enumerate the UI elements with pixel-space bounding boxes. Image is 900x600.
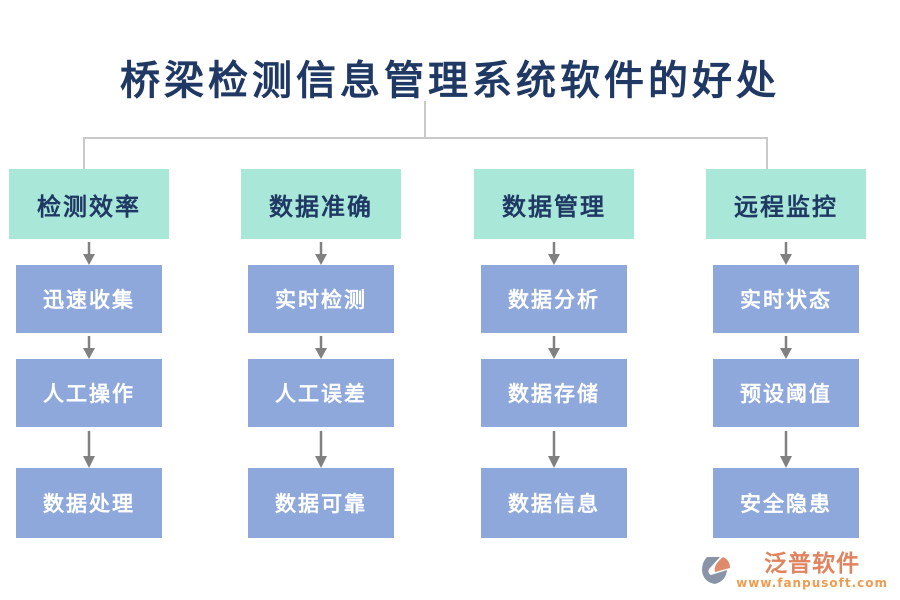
flow-item: 迅速收集 <box>16 265 162 333</box>
flow-item: 安全隐患 <box>713 468 859 538</box>
flow-item: 数据处理 <box>16 468 162 538</box>
arrow-down-icon <box>315 336 327 359</box>
flow-item: 实时检测 <box>248 265 394 333</box>
flow-item: 数据存储 <box>481 359 627 427</box>
flow-item: 实时状态 <box>713 265 859 333</box>
fanpu-logo-icon <box>702 556 731 584</box>
arrow-down-icon <box>83 242 95 265</box>
column-remote-monitoring: 远程监控 实时状态 预设阈值 安全隐患 <box>706 169 866 538</box>
column-data-management: 数据管理 数据分析 数据存储 数据信息 <box>474 169 634 538</box>
arrow-down-icon <box>548 431 560 468</box>
arrow-down-icon <box>83 431 95 468</box>
arrow-down-icon <box>315 242 327 265</box>
flow-item: 人工误差 <box>248 359 394 427</box>
arrow-down-icon <box>548 242 560 265</box>
column-detection-efficiency: 检测效率 迅速收集 人工操作 数据处理 <box>9 169 169 538</box>
flow-item: 人工操作 <box>16 359 162 427</box>
brand-watermark: 泛普软件 www.fanpusoft.com <box>700 549 888 590</box>
connector-stem <box>424 101 426 138</box>
arrow-down-icon <box>780 431 792 468</box>
arrow-down-icon <box>780 336 792 359</box>
arrow-down-icon <box>548 336 560 359</box>
column-header: 数据准确 <box>241 169 401 239</box>
flow-item: 预设阈值 <box>713 359 859 427</box>
flow-item: 数据可靠 <box>248 468 394 538</box>
column-header: 数据管理 <box>474 169 634 239</box>
connector-drop-right <box>766 137 768 169</box>
flow-item: 数据信息 <box>481 468 627 538</box>
arrow-down-icon <box>83 336 95 359</box>
column-header: 远程监控 <box>706 169 866 239</box>
arrow-down-icon <box>315 431 327 468</box>
connector-horizontal <box>83 137 768 139</box>
connector-drop-left <box>83 137 85 169</box>
page-title: 桥梁检测信息管理系统软件的好处 <box>120 57 780 104</box>
column-header: 检测效率 <box>9 169 169 239</box>
arrow-down-icon <box>780 242 792 265</box>
column-data-accuracy: 数据准确 实时检测 人工误差 数据可靠 <box>241 169 401 538</box>
flow-item: 数据分析 <box>481 265 627 333</box>
brand-name: 泛普软件 <box>764 549 861 577</box>
brand-url: www.fanpusoft.com <box>736 576 888 590</box>
